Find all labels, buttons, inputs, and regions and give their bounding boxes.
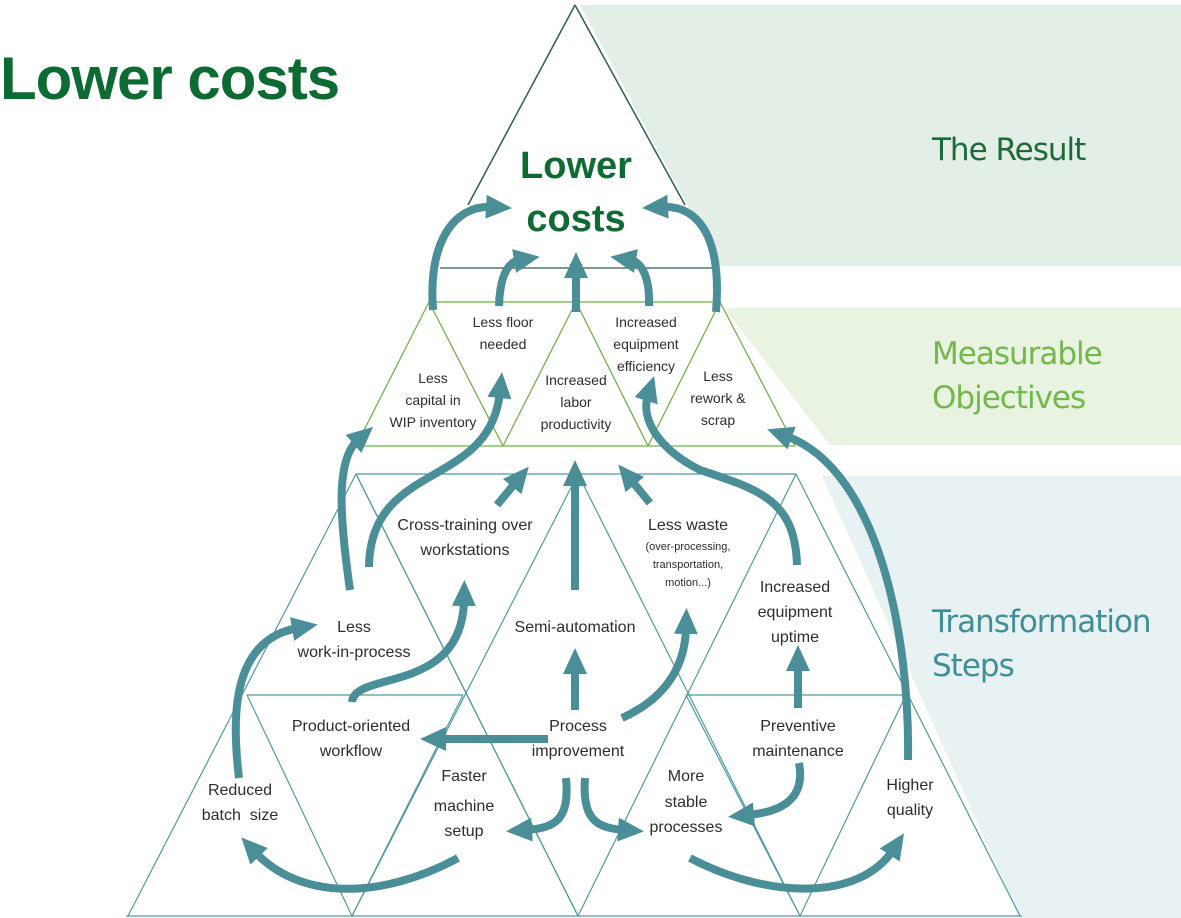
band-label-objectives: Measurable Objectives: [932, 332, 1103, 420]
less-wip-line1: Less: [337, 619, 371, 636]
node-cross-training: Cross-training over workstations: [397, 517, 533, 559]
process-line2: improvement: [532, 743, 625, 760]
steps-label-line1: Transformation: [932, 604, 1152, 640]
arrow-rework-to-costs: [642, 194, 721, 313]
result-band: [580, 5, 1181, 266]
arrow-equipment-to-costs: [610, 249, 654, 307]
batch-line2: batch size: [202, 807, 279, 824]
arrow-waste-to-labor: [618, 464, 654, 506]
apex-label-line1: Lower: [520, 145, 632, 187]
node-less-capital: Less capital in WIP inventory: [390, 370, 477, 430]
uptime-line1: Increased: [760, 579, 830, 596]
maintenance-line1: Preventive: [760, 718, 836, 735]
labor-line3: productivity: [541, 416, 612, 432]
arrow-maintenance-to-stable: [728, 762, 805, 827]
less-floor-line2: needed: [480, 336, 527, 352]
quality-line1: Higher: [886, 777, 934, 794]
labor-line1: Increased: [545, 372, 606, 388]
node-product-workflow: Product-oriented workflow: [292, 718, 410, 760]
rework-line3: scrap: [701, 412, 735, 428]
node-equipment-uptime: Increased equipment uptime: [758, 579, 833, 646]
arrow-lesswip-to-capital: [337, 426, 374, 591]
objectives-band: [724, 308, 1181, 445]
node-preventive-maintenance: Preventive maintenance: [752, 718, 844, 760]
node-less-wip: Less work-in-process: [297, 619, 411, 661]
uptime-line2: equipment: [758, 604, 833, 621]
arrow-quality-to-rework: [767, 426, 913, 761]
stable-line3: processes: [650, 819, 723, 836]
arrow-crosstrain-to-labor: [493, 466, 529, 508]
setup-line2: machine: [434, 798, 495, 815]
node-equipment-efficiency: Increased equipment efficiency: [613, 314, 678, 374]
arrow-workflow-to-crosstrain: [348, 580, 476, 704]
steps-band: [822, 476, 1181, 918]
less-capital-line2: capital in: [405, 392, 460, 408]
setup-line3: setup: [444, 823, 483, 840]
less-wip-line2: work-in-process: [297, 644, 411, 661]
efficiency-line2: equipment: [613, 336, 678, 352]
band-label-result: The Result: [932, 128, 1086, 172]
flow-arrows: [231, 194, 913, 893]
node-stable-processes: More stable processes: [650, 768, 723, 836]
node-less-floor: Less floor needed: [473, 314, 534, 352]
stable-line1: More: [668, 768, 705, 785]
node-less-waste: Less waste (over-processing, transportat…: [646, 517, 731, 589]
uptime-line3: uptime: [771, 629, 819, 646]
arrow-floor-to-costs: [495, 249, 540, 307]
cross-training-line1: Cross-training over: [397, 517, 533, 534]
rework-line2: rework &: [690, 390, 746, 406]
node-labor-productivity: Increased labor productivity: [541, 372, 612, 432]
node-less-rework: Less rework & scrap: [690, 368, 746, 428]
workflow-line1: Product-oriented: [292, 718, 410, 735]
node-semi-automation: Semi-automation: [515, 619, 636, 636]
quality-line2: quality: [887, 802, 933, 819]
less-capital-line3: WIP inventory: [390, 414, 477, 430]
maintenance-line2: maintenance: [752, 743, 844, 760]
labor-line2: labor: [560, 394, 591, 410]
setup-line1: Faster: [441, 768, 487, 785]
arrow-setup-to-batch: [241, 837, 460, 893]
objectives-label-line2: Objectives: [932, 380, 1086, 416]
result-label: The Result: [932, 132, 1086, 168]
arrow-stable-to-quality: [688, 833, 905, 893]
arrow-capital-to-costs: [428, 194, 512, 311]
band-label-steps: Transformation Steps: [932, 600, 1152, 688]
arrow-process-to-setup: [506, 777, 571, 842]
node-faster-setup: Faster machine setup: [434, 768, 495, 840]
node-process-improvement: Process improvement: [532, 718, 625, 760]
page-title: Lower costs: [0, 45, 340, 112]
less-waste-line1: Less waste: [648, 517, 728, 534]
workflow-line2: workflow: [319, 743, 383, 760]
apex-outline: [467, 4, 686, 206]
arrow-process-to-stable: [580, 777, 644, 842]
stable-line2: stable: [665, 794, 708, 811]
apex-label-line2: costs: [526, 198, 625, 240]
steps-label-line2: Steps: [932, 648, 1015, 684]
cross-training-line2: workstations: [420, 542, 510, 559]
efficiency-line3: efficiency: [617, 358, 675, 374]
arrow-crosstrain-to-floor: [365, 372, 512, 568]
less-capital-line1: Less: [418, 370, 448, 386]
less-waste-line3: transportation,: [653, 559, 723, 571]
objectives-label-line1: Measurable: [932, 336, 1103, 372]
efficiency-line1: Increased: [615, 314, 676, 330]
less-waste-line2: (over-processing,: [646, 541, 731, 553]
less-floor-line1: Less floor: [473, 314, 534, 330]
arrow-batch-to-lesswip: [231, 617, 318, 779]
rework-line1: Less: [703, 368, 733, 384]
arrow-process-to-waste: [620, 608, 698, 722]
process-line1: Process: [549, 718, 607, 735]
node-higher-quality: Higher quality: [886, 777, 934, 819]
batch-line1: Reduced: [208, 782, 272, 799]
node-reduced-batch: Reduced batch size: [202, 782, 279, 824]
less-waste-line4: motion...): [665, 577, 711, 589]
arrow-uptime-to-efficiency: [634, 375, 801, 566]
